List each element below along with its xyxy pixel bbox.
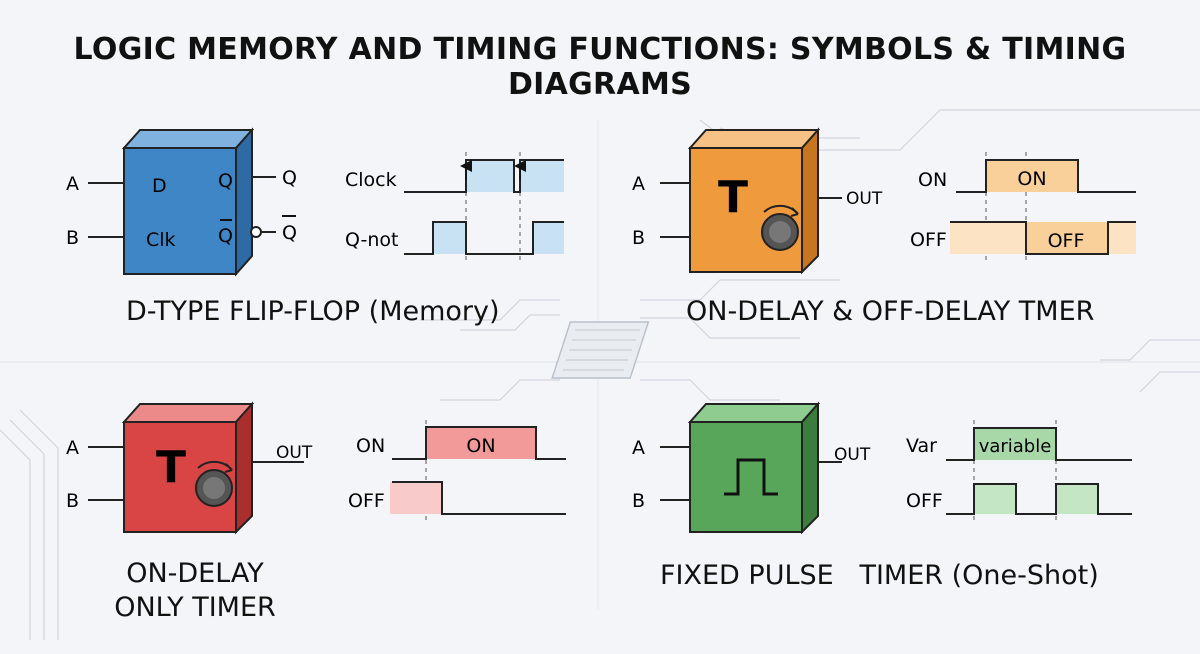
flipflop-pin-d-label: D [152, 175, 167, 197]
pulse-timer-block [687, 401, 821, 535]
flipflop-timing-diagram: Clock Q-not [345, 152, 564, 262]
on-delay-timer-output-label: OUT [276, 443, 313, 463]
pulse-timer-off-signal-label: OFF [906, 490, 943, 512]
on-off-timer-caption: ON-DELAY & OFF-DELAY TMER [686, 296, 1095, 327]
on-off-timer-block-letter: T [718, 172, 748, 223]
on-delay-timer-on-pulse-label: ON [466, 435, 495, 457]
flipflop-qnot-signal-label: Q-not [345, 229, 398, 251]
flipflop-panel: A B D Clk Q Q Q Q Clock Q-not [66, 127, 564, 277]
flipflop-pin-q-label: Q [218, 170, 233, 192]
on-off-timer-off-pulse-label: OFF [1048, 230, 1085, 252]
on-off-timer-block [687, 127, 821, 275]
on-delay-timer-off-signal-label: OFF [348, 490, 385, 512]
pulse-timer-input-a-label: A [632, 437, 645, 459]
flipflop-block [121, 127, 255, 277]
pulse-timer-output-label: OUT [834, 445, 871, 465]
flipflop-input-b-label: B [66, 227, 79, 249]
flipflop-pin-qbar-label: Q [218, 225, 233, 247]
on-off-timer-on-pulse-label: ON [1017, 168, 1046, 190]
flipflop-input-a-label: A [66, 173, 79, 195]
knob-icon [195, 460, 233, 507]
on-delay-timer-input-b-label: B [66, 490, 79, 512]
on-off-timer-input-a-label: A [632, 173, 645, 195]
pulse-timer-caption: FIXED PULSE TIMER (One-Shot) [660, 560, 1099, 591]
flipflop-clock-signal-label: Clock [345, 169, 397, 191]
pulse-timer-var-signal-label: Var [906, 435, 937, 457]
on-delay-timer-timing-diagram: ON ON OFF [348, 420, 566, 524]
pulse-timer-var-pulse-label: variable [979, 436, 1052, 457]
flipflop-output-q-label: Q [282, 167, 297, 189]
on-off-timer-output-label: OUT [846, 189, 883, 209]
on-off-timer-input-b-label: B [632, 227, 645, 249]
flipflop-output-qbar-label: Q [282, 222, 297, 244]
on-off-timer-off-signal-label: OFF [910, 229, 947, 251]
on-delay-timer-panel: T A B OUT ON ON OFF [66, 401, 566, 535]
on-off-timer-timing-diagram: ON ON OFF OFF [910, 152, 1136, 262]
chip-icon [551, 321, 650, 379]
knob-icon [761, 204, 799, 251]
on-delay-timer-caption-line1: ON-DELAY [126, 558, 264, 589]
pulse-timer-input-b-label: B [632, 490, 645, 512]
flipflop-caption: D-TYPE FLIP-FLOP (Memory) [126, 296, 500, 327]
pulse-timer-panel: A B OUT variable Var OFF [632, 401, 1132, 535]
on-delay-timer-block-letter: T [156, 442, 186, 493]
flipflop-pin-clk-label: Clk [146, 229, 176, 251]
on-delay-timer-caption-line2: ONLY TIMER [114, 592, 276, 623]
on-off-timer-panel: T A B OUT ON ON OFF [632, 127, 1136, 275]
pulse-wave-icon [724, 458, 778, 496]
on-delay-timer-input-a-label: A [66, 437, 79, 459]
page-title: LOGIC MEMORY AND TIMING FUNCTIONS: SYMBO… [73, 32, 1127, 102]
on-delay-timer-on-signal-label: ON [356, 435, 385, 457]
pulse-timer-timing-diagram: variable Var OFF [906, 420, 1132, 522]
on-off-timer-on-signal-label: ON [918, 169, 947, 191]
on-delay-timer-block [121, 401, 255, 535]
